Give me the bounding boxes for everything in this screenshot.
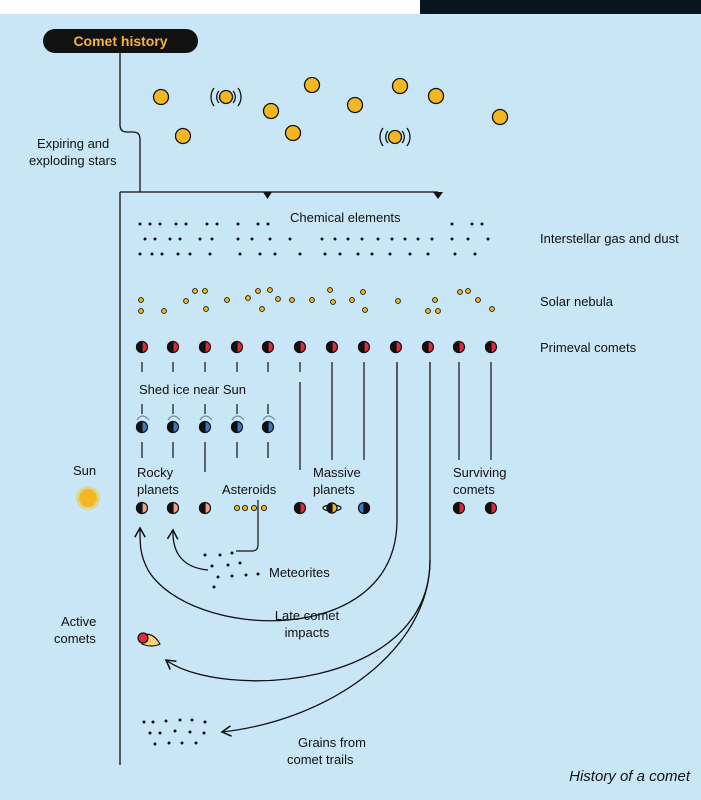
planets-row <box>135 501 498 515</box>
shed-ice-label: Shed ice near Sun <box>139 382 246 397</box>
star <box>391 77 409 95</box>
meteorite-arrow <box>166 528 209 571</box>
ice-comet-icon <box>261 415 276 434</box>
diagram-background <box>0 14 701 800</box>
bracket-markers <box>263 192 443 199</box>
comet-icon <box>166 340 180 354</box>
comet-paths <box>141 362 492 552</box>
comet-icon <box>452 340 466 354</box>
comet-icon <box>357 340 371 354</box>
stars <box>152 76 509 145</box>
massive-planets-label-line1: Massive <box>313 465 361 480</box>
rocky-planet-icon <box>166 501 180 515</box>
interstellar-dust <box>138 222 490 256</box>
ice-comet-icon <box>135 415 150 434</box>
star <box>262 102 280 120</box>
late-impact-arrow <box>134 362 398 622</box>
diagram-title: Comet history <box>43 29 198 53</box>
star <box>303 76 321 94</box>
grain-dots <box>142 718 207 746</box>
comet-icon <box>484 340 498 354</box>
top-dark-strip <box>420 0 701 14</box>
surviving-comet-icon <box>484 501 498 515</box>
rocky-planets-label-line1: Rocky <box>137 465 174 480</box>
star <box>284 124 302 142</box>
ice-comets <box>135 415 276 434</box>
figure-caption: History of a comet <box>569 768 690 785</box>
exploding-star-1 <box>210 87 242 107</box>
rocky-planet-icon <box>198 501 212 515</box>
comet-icon <box>293 340 307 354</box>
massive-planet-icon <box>293 501 307 515</box>
surviving-comets-label-line1: Surviving <box>453 465 507 480</box>
sun-icon <box>76 486 100 510</box>
star <box>491 108 509 126</box>
surviving-comets-label-line2: comets <box>453 482 495 497</box>
meteorites-label: Meteorites <box>269 565 330 580</box>
chemical-elements-label: Chemical elements <box>290 210 401 225</box>
down-marker-2 <box>433 192 443 199</box>
meteorite-dots <box>203 551 260 589</box>
comet-ticks <box>141 362 301 414</box>
flow-lines <box>119 48 438 765</box>
grains-label-line2: comet trails <box>287 752 354 767</box>
sun-label: Sun <box>73 463 97 478</box>
solar-nebula-clumps <box>138 287 495 314</box>
star <box>174 127 192 145</box>
ringed-planet-icon <box>322 502 342 514</box>
comet-icon <box>325 340 339 354</box>
expiring-label-line1: Expiring and <box>37 136 110 151</box>
interstellar-label: Interstellar gas and dust <box>540 231 679 246</box>
rocky-planet-icon <box>135 501 149 515</box>
star <box>152 88 170 106</box>
asteroids-label: Asteroids <box>222 482 277 497</box>
comet-icon <box>389 340 403 354</box>
meteorite-path <box>236 500 259 552</box>
expiring-label-line2: exploding stars <box>29 153 117 168</box>
comet-icon <box>421 340 435 354</box>
late-impacts-label-line2: impacts <box>284 625 330 640</box>
comet-icon <box>198 340 212 354</box>
late-impacts-label-line1: Late comet <box>274 608 340 623</box>
grains-arrow <box>220 559 431 737</box>
star <box>346 96 364 114</box>
rocky-planets-label-line2: planets <box>137 482 179 497</box>
impact-arrows <box>134 362 431 737</box>
ice-giant-icon <box>357 501 371 515</box>
grains-label-line1: Grains from <box>298 735 366 750</box>
active-comets-label-line2: comets <box>54 631 96 646</box>
primeval-comets <box>135 340 498 354</box>
solar-nebula-label: Solar nebula <box>540 294 613 309</box>
massive-planets-label-line2: planets <box>313 482 355 497</box>
comet-icon <box>135 340 149 354</box>
ice-comet-icon <box>166 415 181 434</box>
down-marker-1 <box>263 192 272 199</box>
exploding-star-2 <box>379 127 411 147</box>
active-comet-icon <box>137 632 161 647</box>
star <box>427 87 445 105</box>
active-comets-label-line1: Active <box>61 614 97 629</box>
asteroids-icon <box>233 504 268 512</box>
ice-comet-icon <box>230 415 245 434</box>
ice-comet-icon <box>198 415 213 434</box>
primeval-comets-label: Primeval comets <box>540 340 637 355</box>
comet-icon <box>261 340 275 354</box>
history-line <box>119 48 141 192</box>
comet-icon <box>230 340 244 354</box>
surviving-comet-icon <box>452 501 466 515</box>
